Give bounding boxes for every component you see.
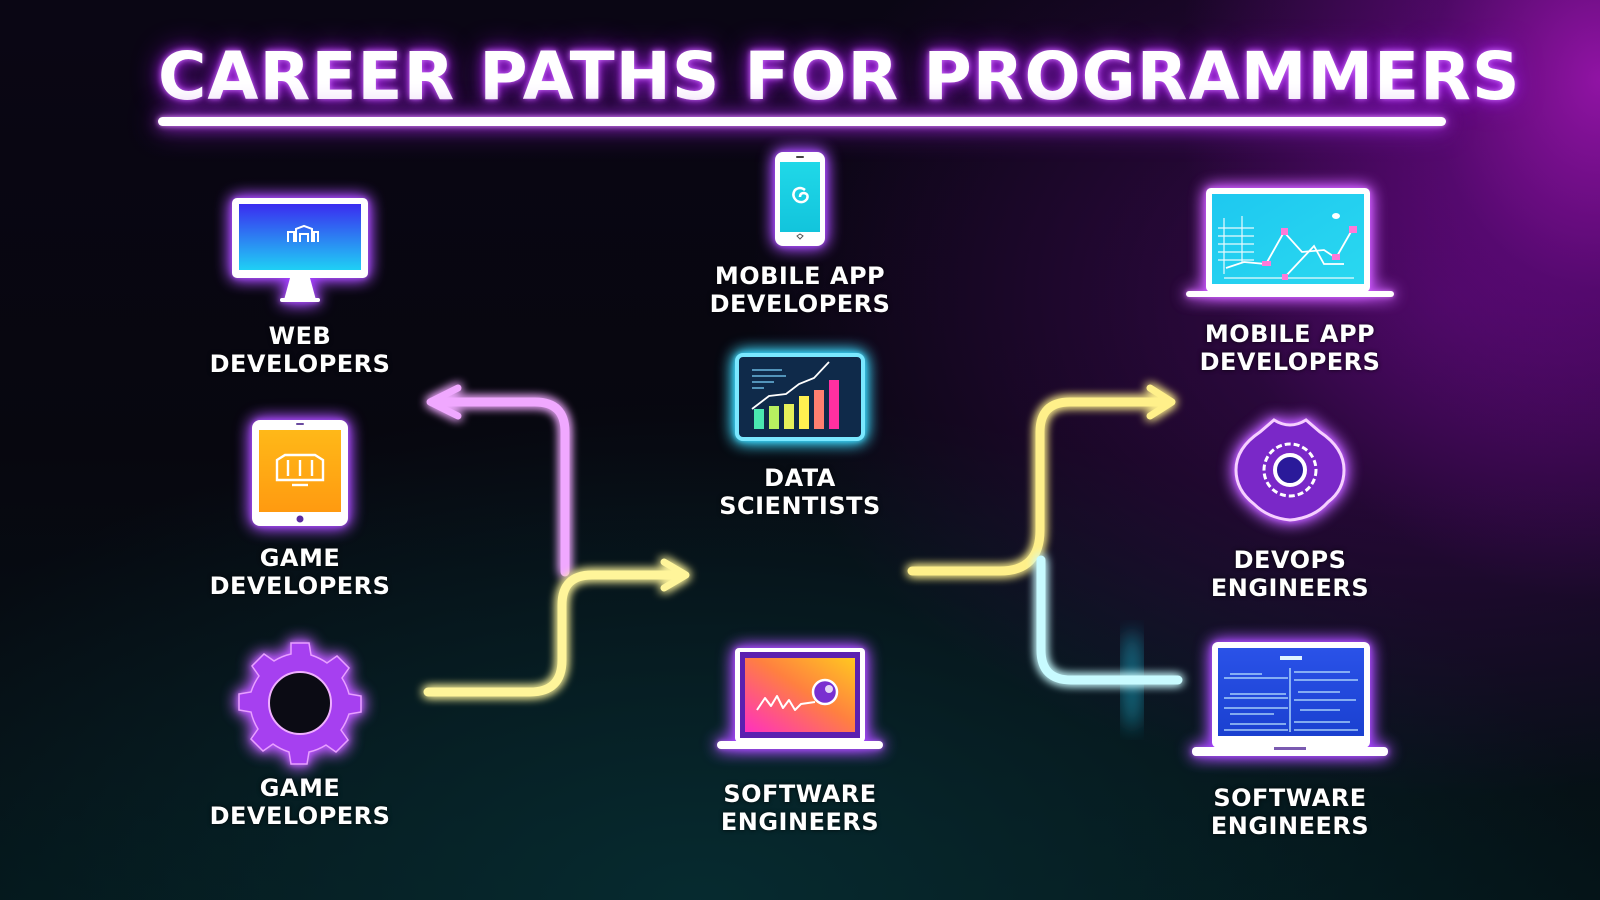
label-game-developers-2: GAME DEVELOPERS [209, 774, 391, 830]
desktop-monitor-icon [232, 198, 368, 302]
left-yellow-arrow [423, 558, 690, 697]
label-game-developers-1: GAME DEVELOPERS [209, 544, 391, 600]
node-mobile-app-developers-center: MOBILE APP DEVELOPERS [680, 150, 920, 318]
page-title: CAREER PATHS FOR PROGRAMMERS [158, 38, 1521, 115]
node-mobile-app-developers-right: MOBILE APP DEVELOPERS [1170, 188, 1410, 376]
laptop-code-icon [1192, 642, 1388, 756]
node-game-developers-tablet: GAME DEVELOPERS [210, 418, 390, 600]
label-software-engineers-right: SOFTWARE ENGINEERS [1210, 784, 1370, 840]
gear-icon [238, 642, 362, 765]
label-software-engineers-center: SOFTWARE ENGINEERS [720, 780, 880, 836]
laptop-chart-icon [717, 648, 883, 749]
laptop-line-chart-icon [1186, 188, 1394, 297]
node-data-scientists: DATA SCIENTISTS [680, 352, 920, 520]
smartphone-icon [775, 152, 825, 246]
node-web-developers: WEB DEVELOPERS [210, 196, 390, 378]
right-cyan-arrow [1036, 555, 1183, 730]
bar-chart-dashboard-icon [735, 353, 865, 441]
devops-cog-icon [1234, 418, 1346, 522]
node-devops-engineers: DEVOPS ENGINEERS [1170, 418, 1410, 602]
node-software-engineers-right: SOFTWARE ENGINEERS [1170, 642, 1410, 840]
label-data-scientists: DATA SCIENTISTS [719, 464, 881, 520]
tablet-icon [252, 420, 348, 526]
left-purple-arrow [426, 384, 570, 577]
label-web-developers: WEB DEVELOPERS [209, 322, 391, 378]
right-yellow-arrow [907, 384, 1176, 576]
title-underline [158, 117, 1446, 126]
label-devops-engineers: DEVOPS ENGINEERS [1210, 546, 1370, 602]
node-game-developers-gear: GAME DEVELOPERS [210, 642, 390, 830]
label-mobile-app-developers-center: MOBILE APP DEVELOPERS [709, 262, 891, 318]
label-mobile-app-developers-right: MOBILE APP DEVELOPERS [1199, 320, 1381, 376]
node-software-engineers-center: SOFTWARE ENGINEERS [680, 648, 920, 836]
